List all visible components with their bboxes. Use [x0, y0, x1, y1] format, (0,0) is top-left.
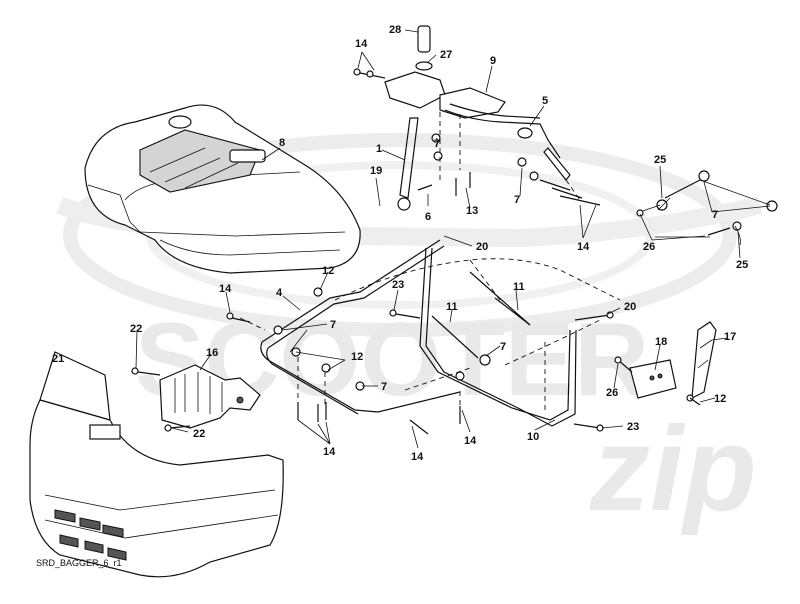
- callout-12: 12: [322, 265, 334, 277]
- callout-14: 14: [219, 283, 232, 295]
- callout-20: 20: [624, 301, 636, 313]
- callout-28: 28: [389, 24, 401, 36]
- bag-frame: [131, 239, 621, 435]
- callout-18: 18: [655, 336, 667, 348]
- callout-10: 10: [527, 431, 539, 443]
- callout-7: 7: [500, 341, 506, 353]
- callouts: 28 27 14 9 5 7 1 19 6 13 8 7 14 25 7 26 …: [52, 24, 748, 463]
- callout-6: 6: [425, 211, 431, 223]
- callout-14: 14: [577, 241, 590, 253]
- callout-27: 27: [440, 49, 452, 61]
- callout-25: 25: [736, 259, 748, 271]
- watermark-script: zip: [589, 402, 757, 536]
- callout-16: 16: [206, 347, 218, 359]
- callout-26: 26: [643, 241, 655, 253]
- callout-11: 11: [446, 301, 458, 313]
- callout-14: 14: [464, 435, 477, 447]
- callout-12: 12: [714, 393, 726, 405]
- callout-11: 11: [513, 281, 525, 293]
- callout-21: 21: [52, 353, 64, 365]
- callout-26: 26: [606, 387, 618, 399]
- leader-lines: [135, 29, 771, 449]
- callout-7: 7: [434, 138, 440, 150]
- callout-20: 20: [476, 241, 488, 253]
- callout-7: 7: [712, 209, 718, 221]
- callout-14: 14: [323, 446, 336, 458]
- diagram-caption: SRD_BAGGER_6_r1: [36, 558, 122, 568]
- bag-front-panel: [29, 351, 284, 578]
- callout-19: 19: [370, 165, 382, 177]
- callout-14: 14: [355, 38, 368, 50]
- callout-25: 25: [654, 154, 666, 166]
- callout-22: 22: [130, 323, 142, 335]
- callout-5: 5: [542, 95, 548, 107]
- callout-4: 4: [276, 287, 283, 299]
- callout-13: 13: [466, 205, 478, 217]
- callout-12: 12: [351, 351, 363, 363]
- callout-23: 23: [627, 421, 639, 433]
- callout-14: 14: [411, 451, 424, 463]
- hood-cover: [84, 104, 361, 274]
- callout-23: 23: [392, 279, 404, 291]
- callout-9: 9: [490, 55, 496, 67]
- callout-17: 17: [724, 331, 736, 343]
- callout-7: 7: [514, 194, 520, 206]
- callout-7: 7: [330, 319, 336, 331]
- callout-1: 1: [376, 143, 382, 155]
- callout-22: 22: [193, 428, 205, 440]
- upper-assembly: [353, 25, 601, 211]
- callout-7: 7: [381, 381, 387, 393]
- callout-8: 8: [279, 137, 285, 149]
